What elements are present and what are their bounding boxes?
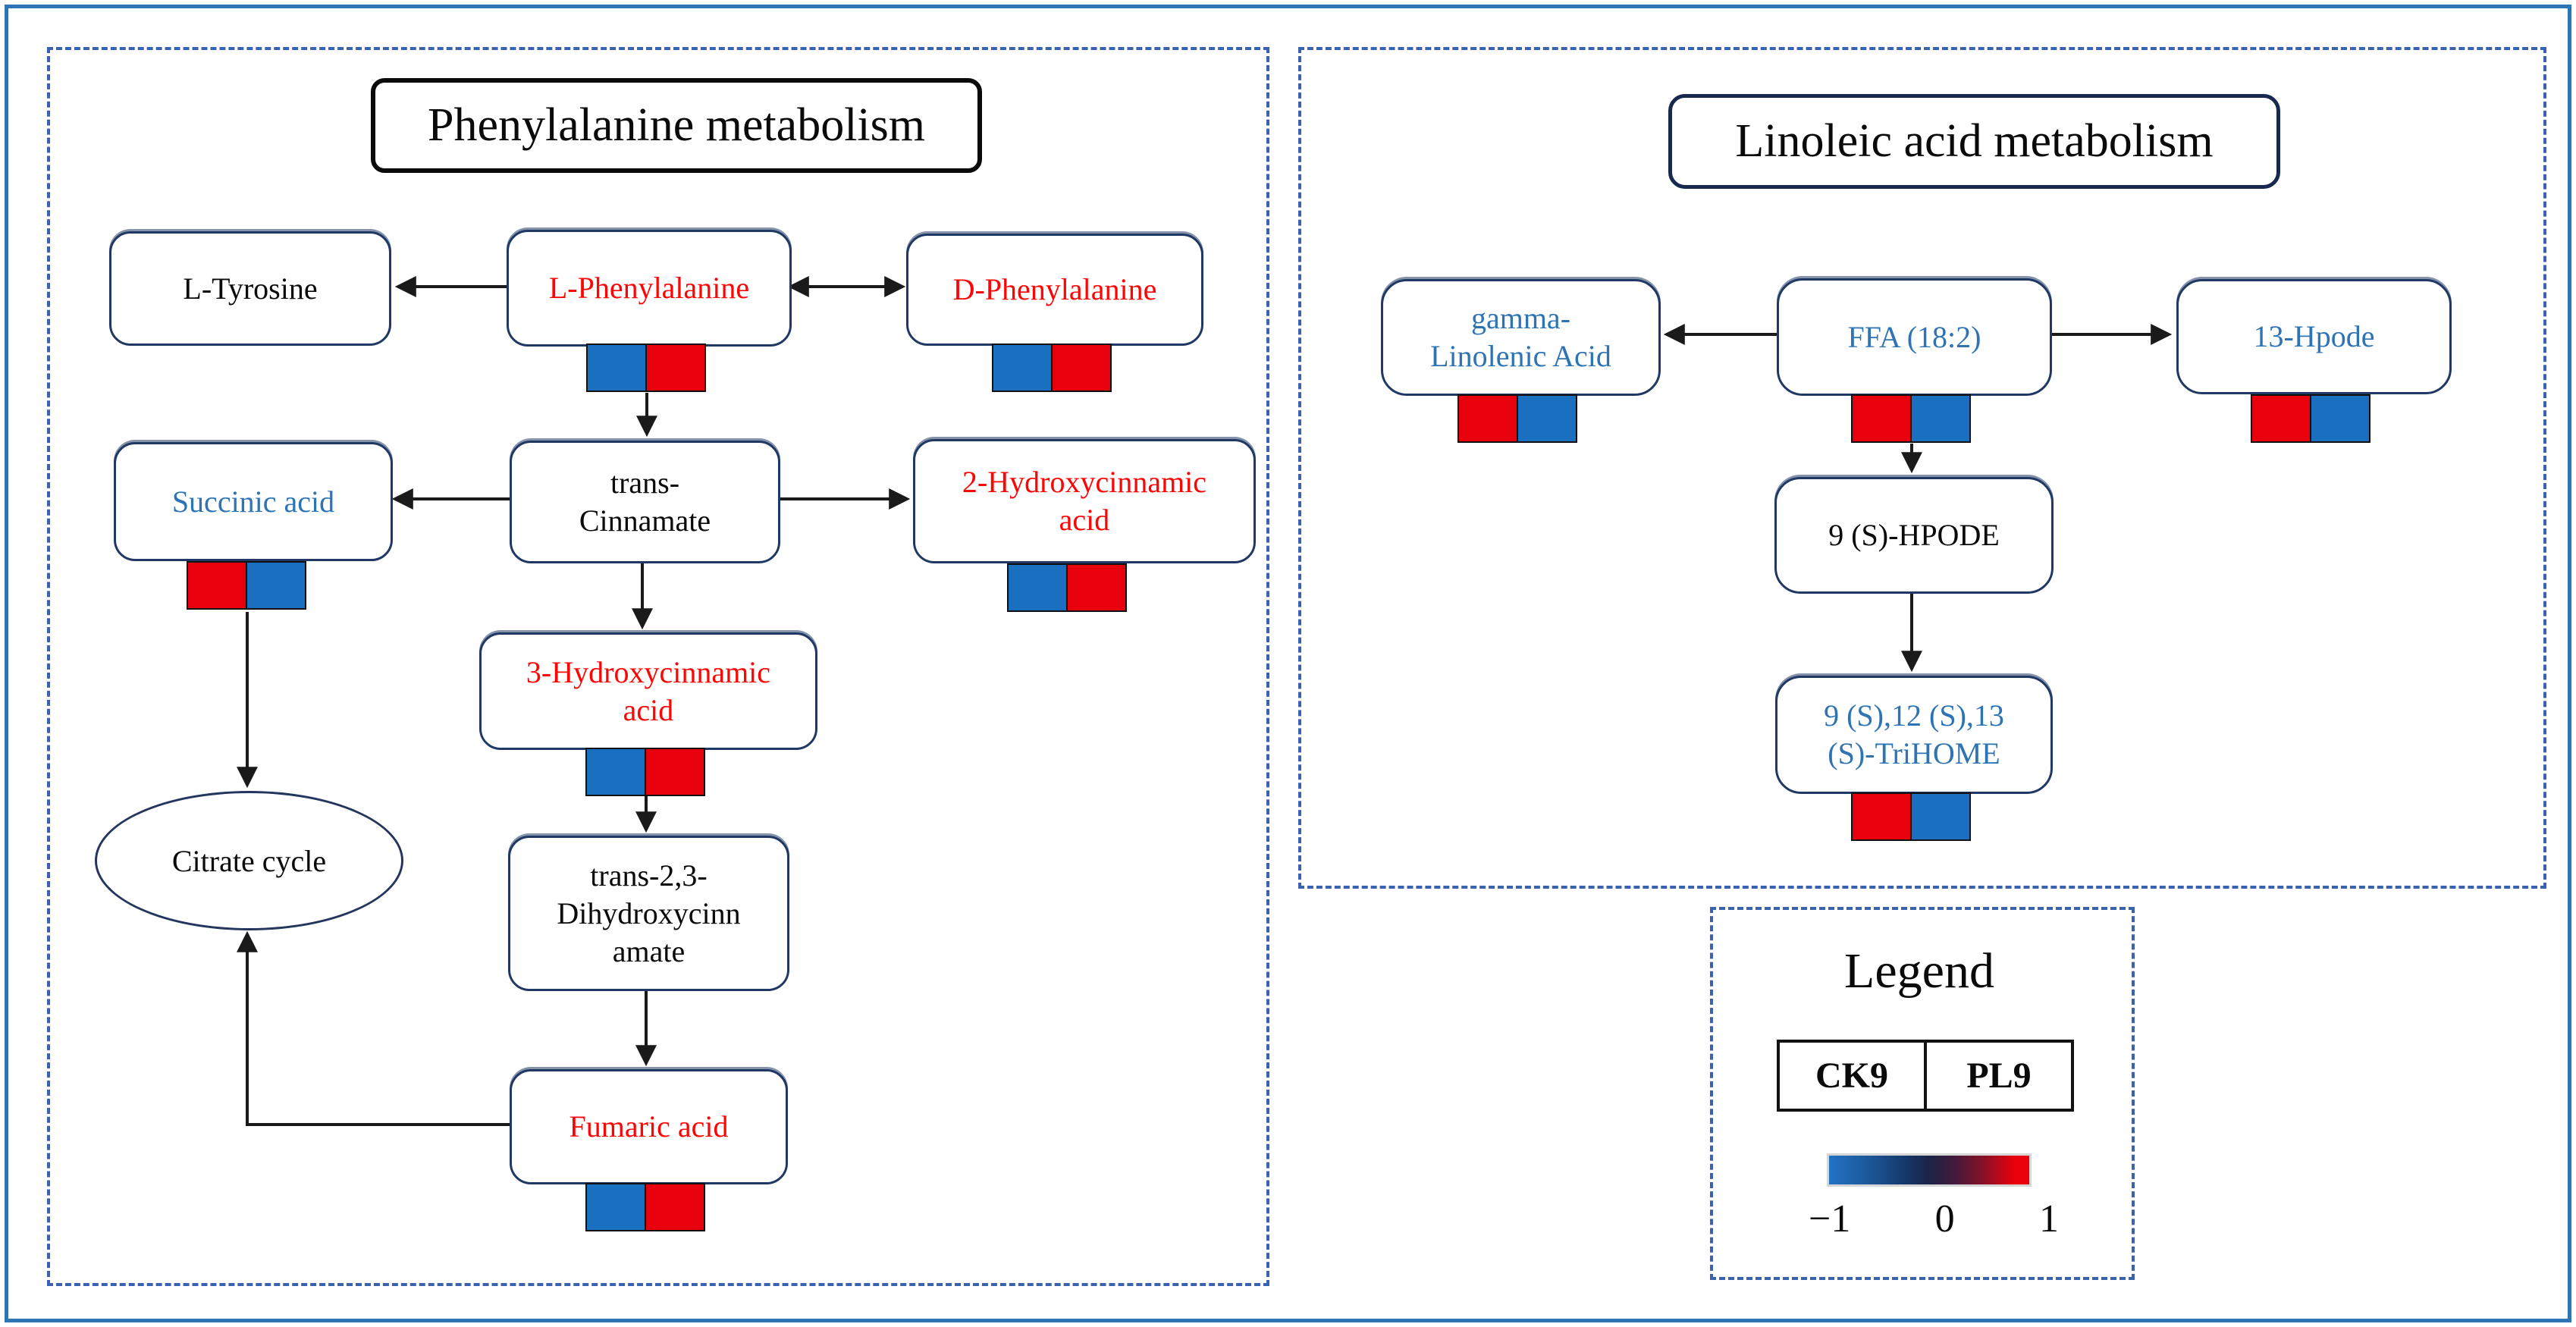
heat-cell-red: [1051, 344, 1112, 392]
node-label: 9 (S)-HPODE: [1828, 518, 2000, 552]
heat-cell-blue: [246, 561, 306, 610]
node-label: Citrate cycle: [171, 843, 327, 878]
legend-gradient-ticks: −1 0 1: [1809, 1197, 2059, 1241]
heat-cell-blue: [585, 1183, 646, 1231]
heatmap-l-phenylalanine: [586, 344, 706, 392]
node-label: trans-2,3- Dihydroxycinn amate: [557, 858, 741, 968]
node-13-hpode: 13-Hpode: [2176, 279, 2452, 394]
heat-cell-red: [1851, 792, 1912, 841]
node-d-phenylalanine: D-Phenylalanine: [906, 234, 1203, 346]
outer-border: [5, 5, 2571, 1322]
heatmap-succinic-acid: [187, 561, 306, 610]
node-citrate-cycle: Citrate cycle: [95, 791, 403, 930]
node-l-phenylalanine: L-Phenylalanine: [507, 230, 792, 347]
node-label: 9 (S),12 (S),13 (S)-TriHOME: [1824, 698, 2004, 770]
node-fumaric-acid: Fumaric acid: [510, 1069, 788, 1184]
heat-cell-blue: [585, 748, 646, 796]
heatmap-gamma-linolenic-acid: [1457, 394, 1577, 443]
node-label: gamma- Linolenic Acid: [1430, 301, 1611, 373]
heat-cell-blue: [1517, 394, 1577, 443]
heat-cell-red: [645, 344, 706, 392]
node-label: 2-Hydroxycinnamic acid: [962, 465, 1207, 537]
tick-minus-one: −1: [1809, 1197, 1851, 1241]
heatmap-ffa-18-2: [1851, 394, 1971, 443]
node-l-tyrosine: L-Tyrosine: [109, 231, 391, 346]
legend-sample-table: CK9 PL9: [1777, 1040, 2074, 1112]
node-trihome: 9 (S),12 (S),13 (S)-TriHOME: [1775, 676, 2053, 794]
title-phenylalanine-metabolism: Phenylalanine metabolism: [371, 78, 982, 173]
node-label: 13-Hpode: [2253, 319, 2375, 353]
node-ffa-18-2: FFA (18:2): [1777, 278, 2052, 396]
heatmap-trihome: [1851, 792, 1971, 841]
node-label: FFA (18:2): [1847, 319, 1981, 354]
title-linoleic-metabolism: Linoleic acid metabolism: [1668, 94, 2280, 189]
node-label: Succinic acid: [171, 484, 335, 519]
tick-one: 1: [2038, 1197, 2059, 1241]
heatmap-fumaric-acid: [585, 1183, 705, 1231]
legend-column-pl9: PL9: [1924, 1040, 2074, 1112]
heat-cell-red: [645, 748, 705, 796]
node-2-hydroxycinnamic-acid: 2-Hydroxycinnamic acid: [913, 439, 1256, 563]
panel-phenylalanine-metabolism: [47, 47, 1269, 1286]
heat-cell-red: [1066, 563, 1127, 612]
node-label: D-Phenylalanine: [952, 272, 1157, 306]
node-gamma-linolenic-acid: gamma- Linolenic Acid: [1381, 279, 1661, 396]
heatmap-2-hydroxycinnamic-acid: [1007, 563, 1127, 612]
heat-cell-red: [1851, 394, 1912, 443]
legend-column-ck9: CK9: [1777, 1040, 1927, 1112]
heatmap-d-phenylalanine: [992, 344, 1112, 392]
heat-cell-red: [187, 561, 247, 610]
heat-cell-blue: [1007, 563, 1068, 612]
node-label: L-Phenylalanine: [548, 271, 750, 305]
heat-cell-red: [1457, 394, 1518, 443]
node-label: trans- Cinnamate: [579, 466, 711, 538]
node-trans-cinnamate: trans- Cinnamate: [510, 441, 780, 563]
heat-cell-blue: [1910, 792, 1971, 841]
legend-color-gradient: [1827, 1153, 2032, 1187]
title-text: Phenylalanine metabolism: [427, 99, 926, 151]
heat-cell-blue: [992, 344, 1053, 392]
heatmap-13-hpode: [2251, 394, 2370, 443]
heatmap-3-hydroxycinnamic-acid: [585, 748, 705, 796]
legend-title: Legend: [1844, 943, 1994, 999]
panel-linoleic-metabolism: [1298, 47, 2546, 889]
panel-legend: [1710, 907, 2135, 1280]
node-9s-hpode: 9 (S)-HPODE: [1774, 477, 2054, 594]
node-label: 3-Hydroxycinnamic acid: [526, 654, 771, 727]
node-label: L-Tyrosine: [183, 271, 318, 306]
heat-cell-red: [2251, 394, 2311, 443]
node-trans-2-3-dihydroxycinnamate: trans-2,3- Dihydroxycinn amate: [508, 836, 789, 991]
title-text: Linoleic acid metabolism: [1735, 115, 2214, 167]
heat-cell-blue: [1910, 394, 1971, 443]
node-succinic-acid: Succinic acid: [114, 442, 393, 561]
heat-cell-blue: [586, 344, 647, 392]
node-3-hydroxycinnamic-acid: 3-Hydroxycinnamic acid: [479, 632, 817, 750]
heat-cell-blue: [2310, 394, 2370, 443]
heat-cell-red: [645, 1183, 705, 1231]
node-label: Fumaric acid: [569, 1109, 729, 1143]
tick-zero: 0: [1934, 1197, 1955, 1241]
